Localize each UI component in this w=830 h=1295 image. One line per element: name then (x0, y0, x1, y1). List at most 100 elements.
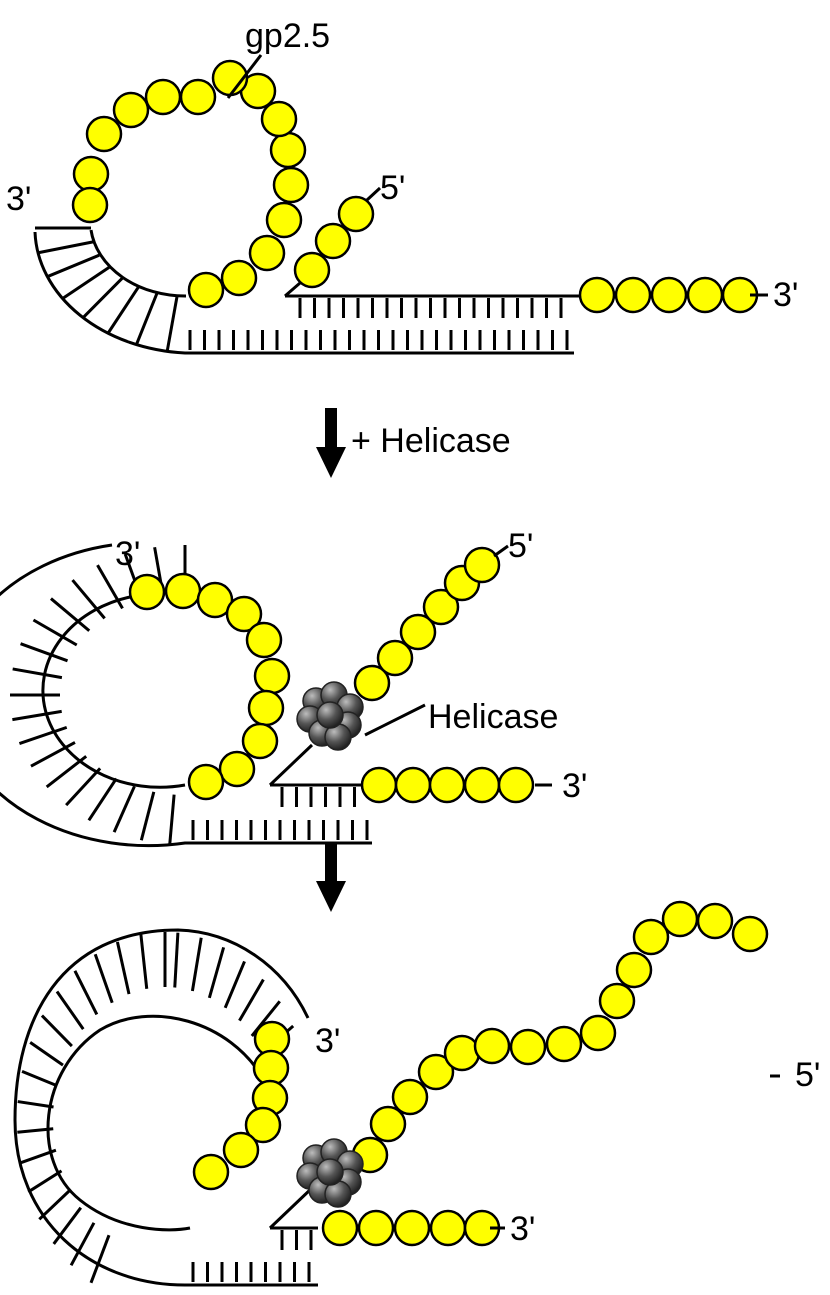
panel-1-base-pairs (35, 228, 567, 351)
gp2.5-monomer (581, 1016, 615, 1050)
gp2.5-monomer (87, 117, 121, 151)
gp2.5-monomer (194, 1155, 228, 1189)
gp2.5-monomer (430, 768, 464, 802)
panel-2-5prime-tick (494, 546, 508, 556)
base-pair-rung (18, 1102, 54, 1107)
base-pair-rung (47, 756, 87, 787)
gp2.5-monomer (181, 80, 215, 114)
gp2.5-monomer (255, 659, 289, 693)
gp2.5-monomer (339, 197, 373, 231)
gp2.5-monomer (617, 953, 651, 987)
base-pair-rung (141, 792, 153, 840)
gp2.5-monomer (166, 574, 200, 608)
panel-3-5prime-label: 5' (795, 1056, 820, 1094)
panel-2-3prime-right-label: 3' (562, 767, 587, 805)
gp2.5-monomer (663, 902, 697, 936)
step-arrow-2 (316, 842, 346, 912)
panel-1-5prime-label: 5' (380, 169, 405, 207)
base-pair-rung (91, 1235, 109, 1283)
gp2.5-monomer (189, 273, 223, 307)
panel-2-gp2.5-loop (130, 574, 289, 799)
gp2.5-label: gp2.5 (245, 17, 330, 55)
gp2.5-monomer (247, 623, 281, 657)
gp2.5-monomer (616, 278, 650, 312)
base-pair-rung (48, 255, 100, 276)
gp2.5-monomer (262, 102, 296, 136)
gp2.5-monomer (114, 93, 148, 127)
gp2.5-monomer (431, 1211, 465, 1245)
panel-2-5prime-label: 5' (508, 527, 533, 565)
base-pair-rung (13, 669, 62, 678)
base-pair-rung (39, 1190, 70, 1219)
base-pair-rung (31, 742, 75, 766)
gp2.5-monomer (465, 548, 499, 582)
panel-1-gp2.5-5prime-arm (295, 197, 373, 287)
gp2.5-monomer (323, 1211, 357, 1245)
gp2.5-monomer (445, 1036, 479, 1070)
panel-2-with-helicase: 3' 5' Helicase 3' (0, 527, 587, 846)
base-pair-rung (12, 711, 61, 719)
gp2.5-monomer (547, 1027, 581, 1061)
gp2.5-monomer (146, 80, 180, 114)
panel-1-initial: gp2.5 3' 5' 3' (6, 17, 798, 353)
base-pair-rung (137, 293, 157, 344)
gp2.5-monomer (243, 724, 277, 758)
gp2.5-monomer (220, 752, 254, 786)
panel-1-5prime-tick (367, 188, 380, 200)
panel-1-3prime-left-label: 3' (6, 180, 31, 218)
gp2.5-monomer (74, 157, 108, 191)
gp2.5-monomer (600, 984, 634, 1018)
gp2.5-monomer (688, 278, 722, 312)
base-pair-rung (114, 786, 134, 832)
base-pair-rung (175, 933, 178, 988)
panel-2-gp2.5-5prime-arm (355, 548, 499, 700)
base-pair-rung (225, 961, 244, 1007)
base-pair-rung (192, 938, 201, 991)
gp2.5-monomer (250, 236, 284, 270)
helicase-leader-line (365, 705, 425, 735)
gp2.5-monomer (271, 133, 305, 167)
base-pair-rung (75, 971, 97, 1015)
panel-2-3prime-top-label: 3' (115, 535, 140, 573)
helicase-subunit (317, 1159, 343, 1185)
base-pair-rung (33, 620, 76, 645)
base-pair-rung (117, 942, 129, 994)
base-pair-rung (83, 278, 122, 317)
step-arrow-1 (316, 408, 346, 478)
helicase-label: Helicase (428, 698, 558, 736)
panel-1-gp2.5-3prime-tail (580, 278, 757, 312)
base-pair-rung (167, 297, 177, 351)
gp2.5-monomer (395, 1211, 429, 1245)
gp2.5-monomer (499, 768, 533, 802)
gp2.5-monomer (362, 768, 396, 802)
gp2.5-monomer (733, 917, 767, 951)
panel-3-gp2.5-loop (194, 1022, 289, 1189)
base-pair-rung (141, 935, 147, 989)
gp2.5-monomer (316, 224, 350, 258)
base-pair-rung (30, 1042, 63, 1065)
panel-3-gp2.5-3prime-tail (323, 1211, 499, 1245)
base-pair-rung (170, 795, 174, 845)
gp2.5-monomer (222, 261, 256, 295)
gp2.5-monomer (249, 691, 283, 725)
base-pair-rung (22, 1071, 57, 1085)
base-pair-rung (209, 947, 223, 998)
add-helicase-label: + Helicase (351, 422, 511, 460)
base-pair-rung (28, 1171, 61, 1192)
gp2.5-monomer (580, 278, 614, 312)
base-pair-rung (66, 768, 100, 805)
base-pair-rung (42, 1016, 72, 1047)
panel-3-3prime-top-label: 3' (315, 1022, 340, 1060)
gp2.5-monomer (73, 188, 107, 222)
base-pair-rung (239, 980, 263, 1021)
gp2.5-monomer (189, 765, 223, 799)
gp2.5-monomer (267, 203, 301, 237)
panel-2-helicase (297, 682, 363, 750)
gp2.5-monomer (274, 168, 308, 202)
gp2.5-monomer (465, 768, 499, 802)
gp2.5-monomer (698, 904, 732, 938)
panel-3-3prime-right-label: 3' (510, 1210, 535, 1248)
panel-3-unwinding: 3' 5' 3' (15, 902, 820, 1285)
gp2.5-monomer (511, 1030, 545, 1064)
